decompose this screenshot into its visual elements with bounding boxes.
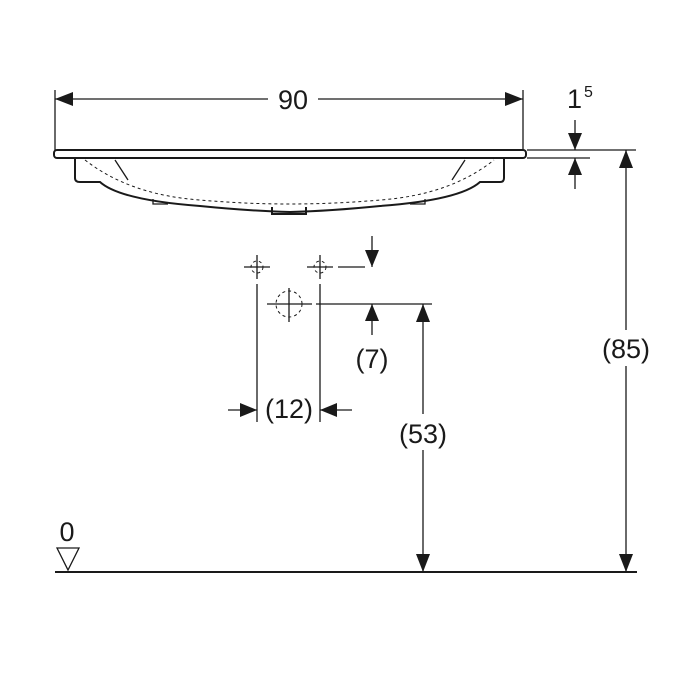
rim-thickness-dimension: 1 5 — [527, 84, 636, 189]
width-label: 90 — [278, 85, 308, 115]
drain-hole — [267, 288, 432, 322]
floor-level: 0 — [55, 517, 637, 573]
total-height-dimension: (85) — [602, 150, 650, 572]
tap-height-dimension: (7) — [356, 236, 389, 374]
tap-spacing-dimension: (12) — [228, 284, 352, 424]
tap-height-label: (7) — [356, 344, 389, 374]
floor-level-label: 0 — [59, 517, 74, 547]
rim-label: 1 — [567, 84, 582, 114]
rim-label-sup: 5 — [584, 84, 593, 101]
tap-spacing-label: (12) — [265, 394, 313, 424]
basin-outline — [53, 149, 527, 215]
total-height-label: (85) — [602, 334, 650, 364]
width-dimension: 90 — [54, 85, 524, 150]
tap-hole-right — [307, 255, 365, 279]
level-triangle-icon — [55, 547, 81, 572]
drain-height-dimension: (53) — [399, 304, 447, 572]
tap-hole-left — [244, 255, 270, 279]
drain-height-label: (53) — [399, 419, 447, 449]
